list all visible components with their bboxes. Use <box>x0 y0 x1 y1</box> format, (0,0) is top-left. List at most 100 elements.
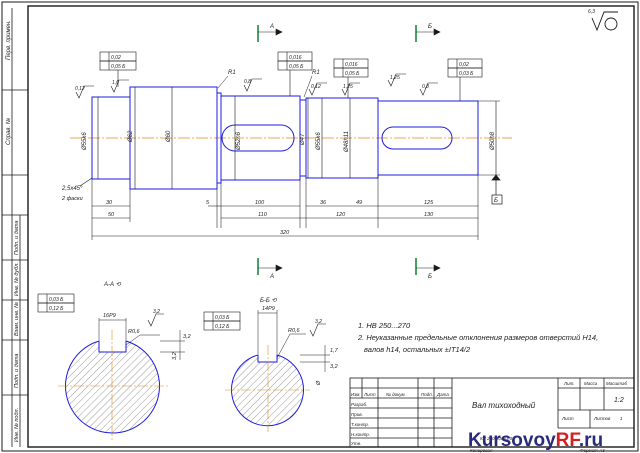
tol-1-b: 0,05 Б <box>111 64 126 70</box>
section-a-tol-1: 0,03 Б <box>49 297 64 303</box>
section-a-tolerance <box>37 293 75 313</box>
tolerance-frame-2 <box>277 51 313 96</box>
diameter-d8: Ø47 <box>300 133 306 146</box>
tol-2-a: 0,016 <box>289 55 302 61</box>
tech-note-2: 2. Неуказанные предельные отклонения раз… <box>357 333 598 342</box>
strip-label-6: Подп. и дата <box>14 354 20 388</box>
roughness-mark-3 <box>243 78 262 92</box>
section-b-radius: R0,6 <box>288 328 301 334</box>
diameter-d7: Ø50h8 <box>490 131 496 151</box>
roughness-r2: 1,6 <box>112 80 119 86</box>
dim-130: 130 <box>424 212 434 218</box>
dim-120: 120 <box>336 212 346 218</box>
section-b-width: 14P9 <box>262 306 275 312</box>
section-a-title: А-А ⟲ <box>103 282 122 288</box>
datum-b-label: Б <box>494 198 498 204</box>
tb-razrab: Разраб. <box>351 402 367 407</box>
section-b-body <box>231 354 304 427</box>
radius-r1: R1 <box>228 70 236 76</box>
section-b-title: Б-Б ⟲ <box>260 298 277 304</box>
roughness-r4: 0,12 <box>311 84 321 90</box>
tol-3-b: 0,05 Б <box>345 71 360 77</box>
section-a-top: А <box>269 24 274 30</box>
tolerance-frame-3 <box>333 58 369 98</box>
tb-lit: Лит. <box>563 381 575 386</box>
dim-50: 50 <box>108 212 115 218</box>
dim-100: 100 <box>255 200 265 206</box>
section-b-tol-2: 0,12 Б <box>215 324 230 330</box>
datum-b <box>491 174 503 205</box>
dim-36: 36 <box>320 200 327 206</box>
tb-tkontr: Т.контр. <box>351 422 369 427</box>
watermark-part2: RF <box>556 430 581 451</box>
tb-part-name: Вал тихоходный <box>472 401 536 410</box>
strip-label-3: Подп. и дата <box>14 221 20 255</box>
strip-label-4: Инв. № дубл. <box>14 262 20 296</box>
strip-label-7: Инв. № подл. <box>14 408 20 442</box>
section-marks <box>257 25 417 275</box>
section-b-depth: 1,7 <box>330 348 339 354</box>
section-b-dims <box>257 310 330 372</box>
shaft-profile <box>91 86 479 190</box>
chamfer-note: 2 фаски <box>61 196 83 202</box>
tolerance-frame-4 <box>447 58 483 101</box>
section-b-tolerance <box>203 311 241 331</box>
strip-label-5: Взам. инв. № <box>14 302 20 336</box>
tb-copy: Копировал <box>470 448 493 453</box>
tb-date: Дата <box>436 392 449 397</box>
tb-format: Формат А3 <box>580 448 605 453</box>
diameter-d4: Ø52n6 <box>236 131 242 151</box>
section-a-width: 16P9 <box>103 313 116 319</box>
roughness-mark-4 <box>308 82 327 96</box>
roughness-r6: 1,25 <box>390 75 400 81</box>
roughness-r3: 0,8 <box>244 79 251 85</box>
section-a-bottom: А <box>269 274 274 280</box>
tol-4-b: 0,03 Б <box>459 71 474 77</box>
section-b-top: Б <box>428 24 432 30</box>
section-b-depth2: 3,2 <box>330 364 338 370</box>
chamfer-leader <box>79 177 93 187</box>
tb-sheet: Лист <box>561 416 574 421</box>
tol-4-a: 0,02 <box>459 62 469 68</box>
tb-nkontr: Н.контр. <box>351 432 370 437</box>
section-a-dims <box>98 318 185 360</box>
horizontal-dim-lines <box>91 175 479 240</box>
dim-5: 5 <box>206 200 210 206</box>
roughness-mark-2 <box>110 79 129 93</box>
section-b-roughness <box>309 323 326 337</box>
section-a-depth: 3,2 <box>183 334 191 340</box>
roughness-r7: 0,8 <box>422 84 429 90</box>
tol-1-a: 0,02 <box>111 55 121 61</box>
tech-note-1: 1. HB 250...270 <box>358 321 411 330</box>
watermark: KursovoyRF.ru <box>468 430 603 451</box>
strip-label-1: Перв. примен. <box>6 20 12 60</box>
section-b-bottom: Б <box>428 274 432 280</box>
dim-320: 320 <box>280 230 290 236</box>
section-a-radius: R0,6 <box>128 329 141 335</box>
tb-sign: Подп. <box>421 392 433 397</box>
tb-list: Лист <box>363 392 376 397</box>
tb-scale-label: Масштаб <box>606 381 627 386</box>
watermark-part3: .ru <box>579 430 603 451</box>
tolerance-frame-1 <box>99 51 137 87</box>
tb-sheets: Листов <box>593 416 611 421</box>
sheet-inner-frame <box>27 5 635 448</box>
section-a-depth2: 3,2 <box>172 352 178 360</box>
roughness-mark-6 <box>387 73 406 87</box>
dim-110: 110 <box>258 212 268 218</box>
roughness-mark-1 <box>75 85 94 99</box>
section-a-body <box>65 340 160 434</box>
title-block-grid <box>349 377 635 448</box>
diameter-dim-lines <box>97 87 500 189</box>
dim-30: 30 <box>106 200 113 206</box>
tb-izm: Изм. <box>351 392 361 397</box>
tol-2-b: 0,05 Б <box>289 64 304 70</box>
tech-note-3: валов h14, остальных ±IT14/2 <box>364 345 471 354</box>
tb-scale: 1:2 <box>614 397 624 404</box>
tb-code: КП 2007.0081.00 <box>480 436 515 441</box>
watermark-part1: Kursovoy <box>468 430 556 451</box>
section-a-rough-val: 3,2 <box>153 309 160 315</box>
tb-utv: Утв. <box>351 441 361 446</box>
